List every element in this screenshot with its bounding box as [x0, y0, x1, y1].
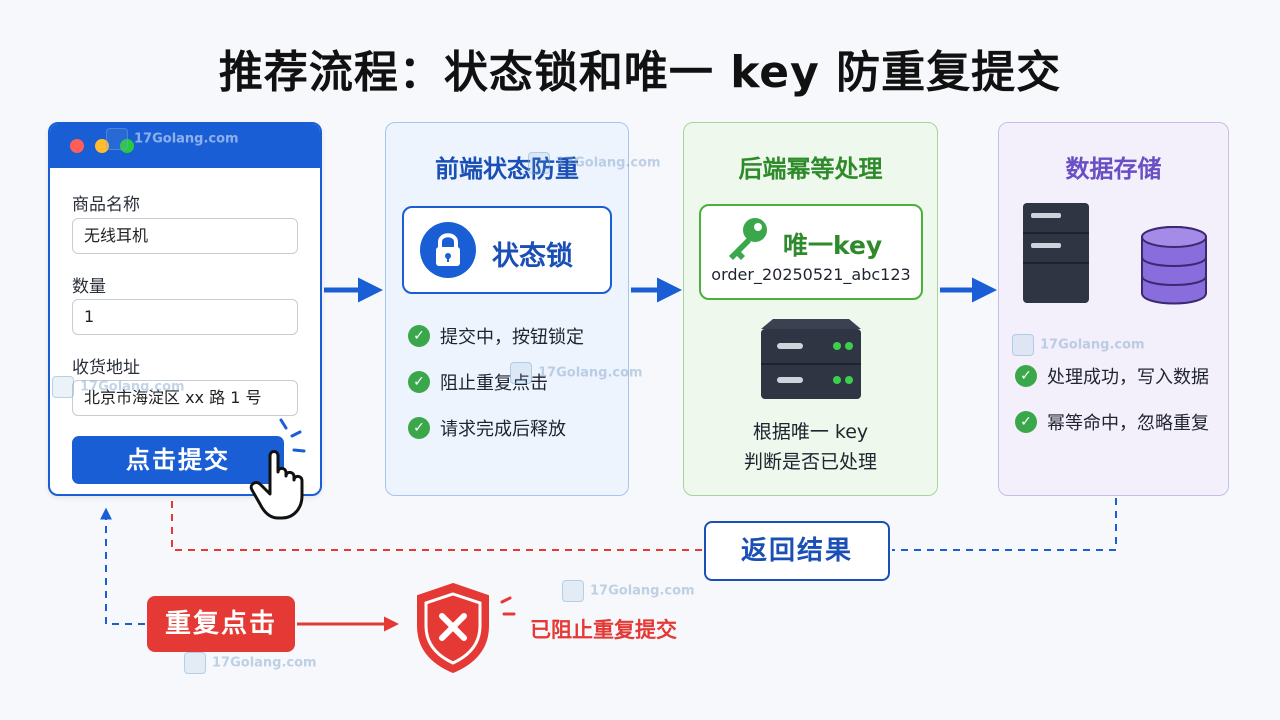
- storage-check-item: ✓ 幂等命中，忽略重复: [1015, 409, 1209, 435]
- product-name-label: 商品名称: [72, 195, 140, 215]
- watermark-logo-icon: [52, 376, 74, 398]
- watermark: 17Golang.com: [528, 152, 661, 174]
- watermark: 17Golang.com: [52, 376, 185, 398]
- state-lock-label: 状态锁: [492, 241, 573, 272]
- close-dot-icon[interactable]: [70, 139, 84, 153]
- backend-panel: 后端幂等处理 唯一key order_20250521_abc123 根据唯一 …: [683, 122, 938, 496]
- return-result-box: 返回结果: [704, 521, 890, 581]
- order-form-window: 商品名称 无线耳机 数量 1 收货地址 北京市海淀区 xx 路 1 号 点击提交: [48, 122, 322, 496]
- state-lock-box: 状态锁: [402, 206, 612, 294]
- database-icon: [1141, 226, 1207, 305]
- key-icon: [729, 218, 767, 260]
- lock-icon: [420, 222, 476, 278]
- blocked-message: 已阻止重复提交: [530, 618, 677, 642]
- frontend-check-item: ✓ 请求完成后释放: [408, 415, 566, 441]
- backend-desc-line1: 根据唯一 key: [752, 421, 869, 443]
- watermark: 17Golang.com: [106, 128, 239, 150]
- unique-key-label: 唯一key: [783, 231, 883, 260]
- frontend-check-item: ✓ 阻止重复点击: [408, 369, 548, 395]
- submit-button[interactable]: 点击提交: [72, 436, 284, 484]
- address-input[interactable]: 北京市海淀区 xx 路 1 号: [72, 380, 298, 416]
- window-title-bar: [50, 124, 320, 168]
- backend-title: 后端幂等处理: [738, 155, 883, 183]
- server-icon: [761, 319, 861, 399]
- backend-desc-line2: 判断是否已处理: [743, 451, 877, 473]
- alert-sparks-icon: [500, 596, 516, 616]
- check-icon: ✓: [408, 417, 430, 439]
- storage-panel: 数据存储 ✓ 处理成功，写入数据 ✓ 幂等命中，忽略重复: [998, 122, 1229, 496]
- page-title: 推荐流程：状态锁和唯一 key 防重复提交: [218, 47, 1062, 98]
- storage-check-item: ✓ 处理成功，写入数据: [1015, 363, 1209, 389]
- frontend-check-item: ✓ 提交中，按钮锁定: [408, 323, 584, 349]
- duplicate-click-badge: 重复点击: [147, 596, 295, 652]
- frontend-title: 前端状态防重: [435, 155, 579, 183]
- check-icon: ✓: [1015, 365, 1037, 387]
- quantity-input[interactable]: 1: [72, 299, 298, 335]
- watermark-logo-icon: [510, 362, 532, 384]
- watermark: 17Golang.com: [562, 580, 695, 602]
- watermark-logo-icon: [184, 652, 206, 674]
- duplicate-return-path: [100, 507, 145, 625]
- quantity-label: 数量: [72, 277, 106, 297]
- storage-title: 数据存储: [1065, 155, 1162, 183]
- check-icon: ✓: [408, 371, 430, 393]
- watermark: 17Golang.com: [510, 362, 643, 384]
- return-path-blue: [892, 498, 1117, 551]
- watermark-logo-icon: [562, 580, 584, 602]
- watermark: 17Golang.com: [1012, 334, 1145, 356]
- unique-key-box: 唯一key order_20250521_abc123: [699, 204, 923, 300]
- blocked-shield-icon: [417, 582, 489, 674]
- check-icon: ✓: [408, 325, 430, 347]
- address-label: 收货地址: [72, 358, 140, 378]
- product-name-input[interactable]: 无线耳机: [72, 218, 298, 254]
- watermark: 17Golang.com: [184, 652, 317, 674]
- check-icon: ✓: [1015, 411, 1037, 433]
- return-path-red: [171, 498, 702, 551]
- watermark-logo-icon: [528, 152, 550, 174]
- server-rack-icon: [1023, 203, 1089, 303]
- frontend-panel: 前端状态防重 状态锁 ✓ 提交中，按钮锁定 ✓ 阻止重复点击 ✓ 请求完成后释放: [385, 122, 629, 496]
- unique-key-value: order_20250521_abc123: [711, 265, 911, 284]
- watermark-logo-icon: [1012, 334, 1034, 356]
- minimize-dot-icon[interactable]: [95, 139, 109, 153]
- watermark-logo-icon: [106, 128, 128, 150]
